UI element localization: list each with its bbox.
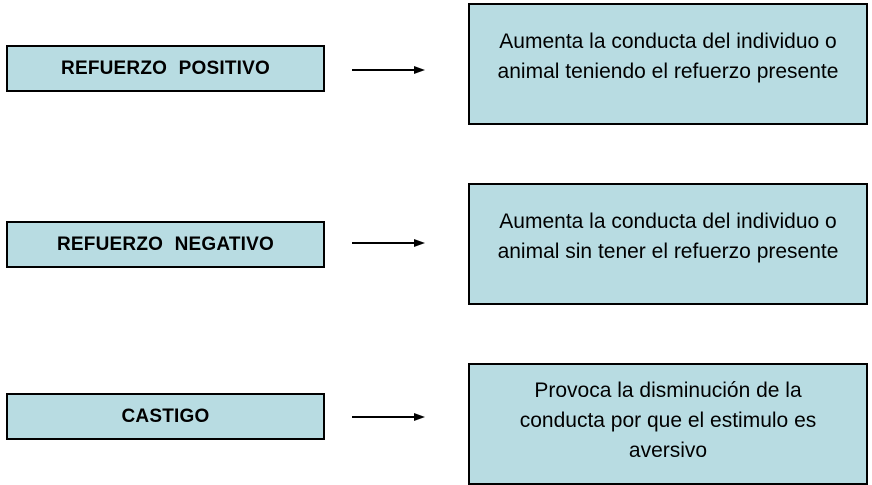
right-arrow-icon [352,413,425,421]
right-arrow-icon [352,239,425,247]
description-box-castigo: Provoca la disminución de la conducta po… [468,363,868,485]
right-arrow-icon [352,66,425,74]
label-box-castigo: CASTIGO [6,393,325,440]
description-box-refuerzo-negativo: Aumenta la conducta del individuo o anim… [468,183,868,305]
label-box-refuerzo-negativo: REFUERZO NEGATIVO [6,221,325,268]
label-box-refuerzo-positivo: REFUERZO POSITIVO [6,45,325,92]
description-box-refuerzo-positivo: Aumenta la conducta del individuo o anim… [468,3,868,125]
